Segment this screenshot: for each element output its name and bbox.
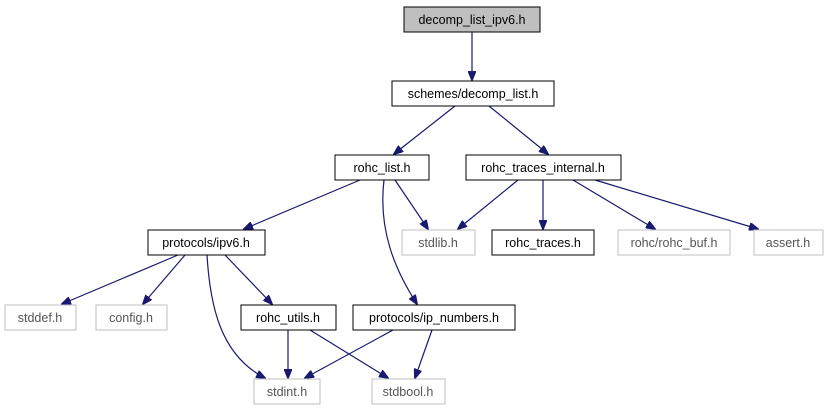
edge-rohc-list-to-protocols-ipv6 bbox=[244, 179, 361, 229]
svg-text:rohc_traces.h: rohc_traces.h bbox=[505, 236, 581, 250]
node-stdbool[interactable]: stdbool.h bbox=[371, 378, 446, 405]
svg-text:schemes/decomp_list.h: schemes/decomp_list.h bbox=[408, 87, 539, 101]
svg-text:rohc_traces_internal.h: rohc_traces_internal.h bbox=[481, 161, 605, 175]
svg-text:stdbool.h: stdbool.h bbox=[383, 385, 434, 399]
node-rohc-utils[interactable]: rohc_utils.h bbox=[240, 304, 337, 331]
edge-rohc-list-to-ip-numbers bbox=[382, 179, 417, 304]
node-protocols-ipv6[interactable]: protocols/ipv6.h bbox=[147, 229, 266, 256]
edge-schemes-decomp-list-to-traces-internal bbox=[488, 105, 548, 154]
node-rohc-traces-internal[interactable]: rohc_traces_internal.h bbox=[465, 154, 622, 181]
node-schemes-decomp-list[interactable]: schemes/decomp_list.h bbox=[391, 80, 555, 107]
edge-protocols-ipv6-to-stdint bbox=[206, 254, 265, 378]
edge-rohc-list-to-stdlib bbox=[394, 179, 428, 229]
node-rohc-list[interactable]: rohc_list.h bbox=[334, 154, 430, 181]
svg-text:decomp_list_ipv6.h: decomp_list_ipv6.h bbox=[418, 13, 525, 27]
edge-traces-internal-to-stdlib bbox=[458, 179, 519, 229]
node-rohc-buf[interactable]: rohc/rohc_buf.h bbox=[617, 229, 731, 256]
svg-text:rohc_utils.h: rohc_utils.h bbox=[256, 311, 320, 325]
svg-text:config.h: config.h bbox=[109, 311, 153, 325]
svg-text:stdint.h: stdint.h bbox=[267, 385, 307, 399]
node-stddef[interactable]: stddef.h bbox=[4, 304, 77, 331]
edge-protocols-ipv6-to-config bbox=[143, 254, 186, 304]
edge-protocols-ipv6-to-rohc-utils bbox=[224, 254, 272, 304]
edge-ip-numbers-to-stdint bbox=[305, 329, 394, 378]
svg-text:stddef.h: stddef.h bbox=[18, 311, 63, 325]
svg-text:protocols/ip_numbers.h: protocols/ip_numbers.h bbox=[369, 311, 499, 325]
node-stdint[interactable]: stdint.h bbox=[253, 378, 321, 405]
svg-text:rohc/rohc_buf.h: rohc/rohc_buf.h bbox=[631, 236, 718, 250]
svg-text:protocols/ipv6.h: protocols/ipv6.h bbox=[162, 236, 250, 250]
node-config[interactable]: config.h bbox=[95, 304, 168, 331]
node-ip-numbers[interactable]: protocols/ip_numbers.h bbox=[352, 304, 516, 331]
dependency-edges bbox=[62, 32, 758, 378]
svg-text:stdlib.h: stdlib.h bbox=[418, 236, 458, 250]
edge-traces-internal-to-assert bbox=[594, 179, 758, 229]
edge-protocols-ipv6-to-stddef bbox=[62, 254, 179, 304]
node-decomp-list-ipv6[interactable]: decomp_list_ipv6.h bbox=[403, 6, 541, 33]
edge-traces-internal-to-rohc-buf bbox=[572, 179, 655, 229]
edge-schemes-decomp-list-to-rohc-list bbox=[394, 105, 456, 154]
svg-text:assert.h: assert.h bbox=[766, 236, 811, 250]
edge-ip-numbers-to-stdbool bbox=[415, 329, 433, 378]
node-assert[interactable]: assert.h bbox=[753, 229, 824, 256]
node-rohc-traces[interactable]: rohc_traces.h bbox=[491, 229, 595, 256]
svg-text:rohc_list.h: rohc_list.h bbox=[354, 161, 411, 175]
node-stdlib[interactable]: stdlib.h bbox=[401, 229, 476, 256]
